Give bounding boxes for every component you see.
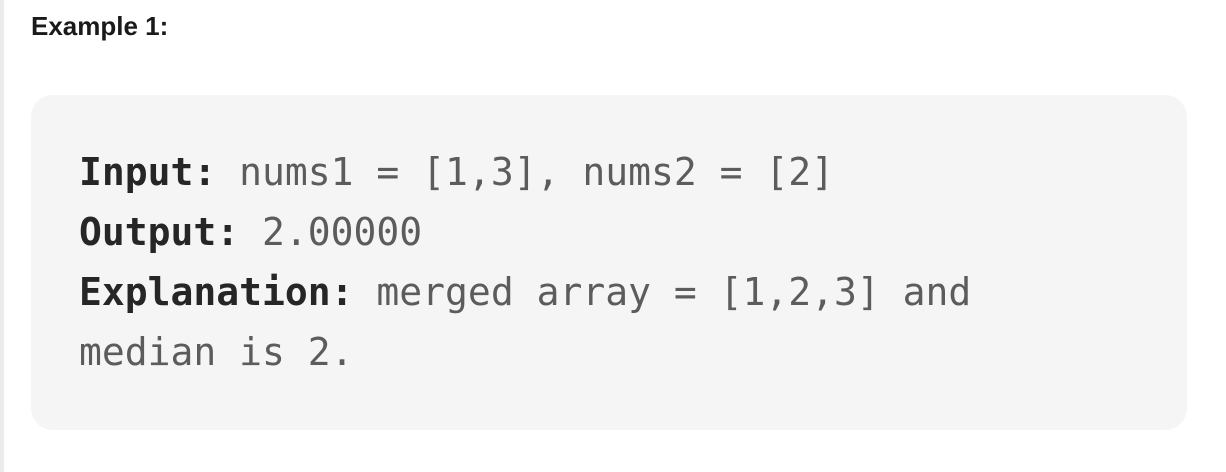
example-code-block: Input: nums1 = [1,3], nums2 = [2] Output… — [31, 95, 1187, 430]
explanation-line: Explanation: merged array = [1,2,3] and — [79, 262, 971, 322]
explanation-continuation-line: median is 2. — [79, 322, 354, 382]
output-line: Output: 2.00000 — [79, 202, 422, 262]
input-line: Input: nums1 = [1,3], nums2 = [2] — [79, 142, 834, 202]
output-value: 2.00000 — [239, 210, 423, 254]
example-heading: Example 1: — [31, 11, 169, 41]
output-label: Output: — [79, 210, 240, 254]
input-value: nums1 = [1,3], nums2 = [2] — [216, 150, 834, 194]
explanation-value: merged array = [1,2,3] and — [353, 270, 972, 314]
explanation-value-continued: median is 2. — [79, 330, 354, 374]
input-label: Input: — [79, 150, 217, 194]
page-edge-divider — [0, 0, 4, 472]
explanation-label: Explanation: — [79, 270, 354, 314]
